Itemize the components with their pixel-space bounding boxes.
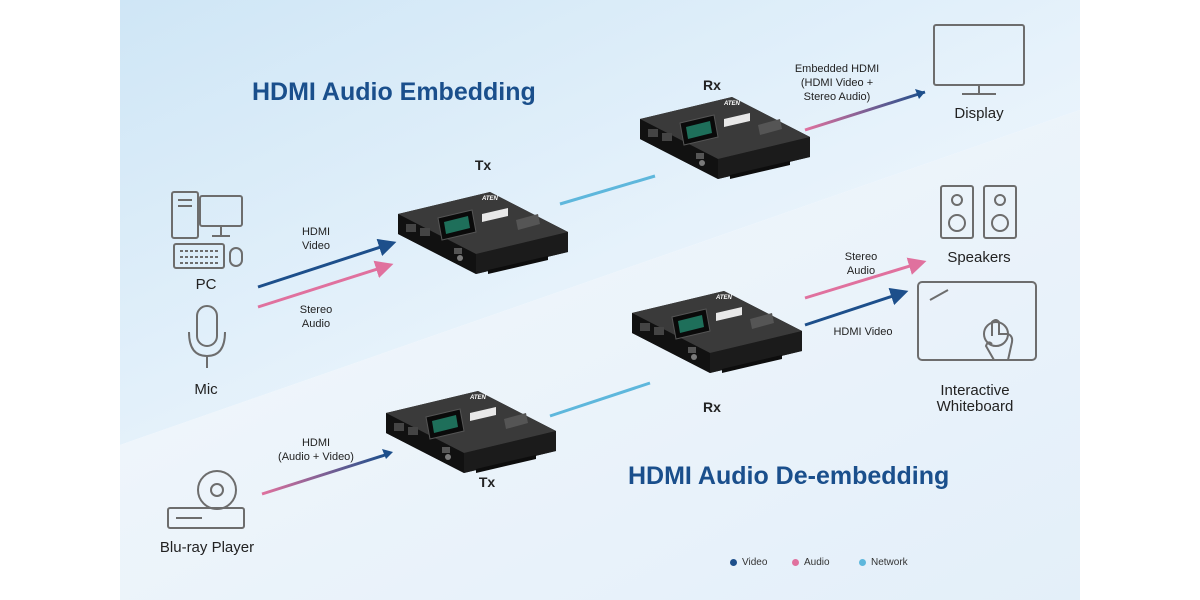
pc-icon [171, 191, 243, 269]
display-signal-label-line3: Stereo Audio) [803, 91, 871, 103]
pc-video-label-line1: HDMI [301, 226, 331, 238]
whiteboard-video-arrow [804, 287, 909, 327]
whiteboard-label-line2: Whiteboard [936, 398, 1014, 415]
display-arrow-head [915, 89, 925, 99]
deembedding-background [120, 110, 1080, 600]
tx-top-brand: ATEN [482, 196, 498, 202]
embedding-background [120, 0, 1080, 445]
mic-audio-label-line1: Stereo [299, 304, 333, 316]
whiteboard-label-line1: Interactive [940, 382, 1010, 399]
legend-network-label: Network [871, 557, 908, 568]
mic-icon [188, 305, 226, 368]
display-icon [933, 24, 1025, 95]
speakers-audio-label-line1: Stereo [844, 251, 878, 263]
display-label: Display [954, 105, 1004, 122]
display-signal-label-line2: (HDMI Video + [800, 77, 874, 89]
tx-bottom-label: Tx [478, 474, 496, 490]
whiteboard-icon [917, 281, 1037, 361]
display-signal-label-line1: Embedded HDMI [794, 63, 880, 75]
bluray-signal-label-line2: (Audio + Video) [278, 451, 354, 463]
network-link-bottom [549, 381, 651, 418]
network-link-top [559, 174, 656, 206]
legend-audio: Audio [792, 557, 830, 568]
speakers-icon [940, 185, 1017, 239]
tx-bottom-brand: ATEN [470, 395, 486, 401]
tx-top-label: Tx [474, 157, 492, 173]
speakers-audio-label-line2: Audio [846, 265, 876, 277]
mic-audio-label-line2: Audio [301, 318, 331, 330]
mic-audio-arrow [257, 260, 394, 309]
rx-top-label: Rx [703, 77, 721, 93]
rx-bottom-label: Rx [703, 399, 721, 415]
legend-audio-label: Audio [804, 557, 830, 568]
embedding-title: HDMI Audio Embedding [252, 78, 536, 106]
legend-video-label: Video [742, 557, 768, 568]
speakers-label: Speakers [947, 249, 1011, 266]
bluray-icon [167, 470, 245, 529]
legend-network-dot [859, 558, 866, 566]
legend-video-dot [730, 558, 737, 566]
deembedding-title: HDMI Audio De-embedding [628, 462, 950, 490]
legend-video: Video [730, 557, 767, 568]
whiteboard-video-label: HDMI Video [833, 326, 893, 338]
display-embedded-arrow [804, 90, 926, 132]
bluray-signal-label-line1: HDMI [301, 437, 331, 449]
legend-network: Network [859, 557, 908, 568]
pc-video-arrow [257, 238, 397, 289]
mic-label: Mic [194, 381, 218, 398]
rx-top-brand: ATEN [724, 101, 740, 107]
bluray-arrow-head [382, 449, 393, 459]
legend-audio-dot [792, 558, 799, 566]
bluray-label: Blu-ray Player [159, 539, 255, 556]
bluray-hdmi-arrow [261, 453, 386, 496]
speakers-audio-arrow [804, 257, 927, 300]
pc-video-label-line2: Video [302, 240, 330, 252]
pc-label: PC [195, 276, 217, 293]
rx-bottom-brand: ATEN [716, 295, 732, 301]
